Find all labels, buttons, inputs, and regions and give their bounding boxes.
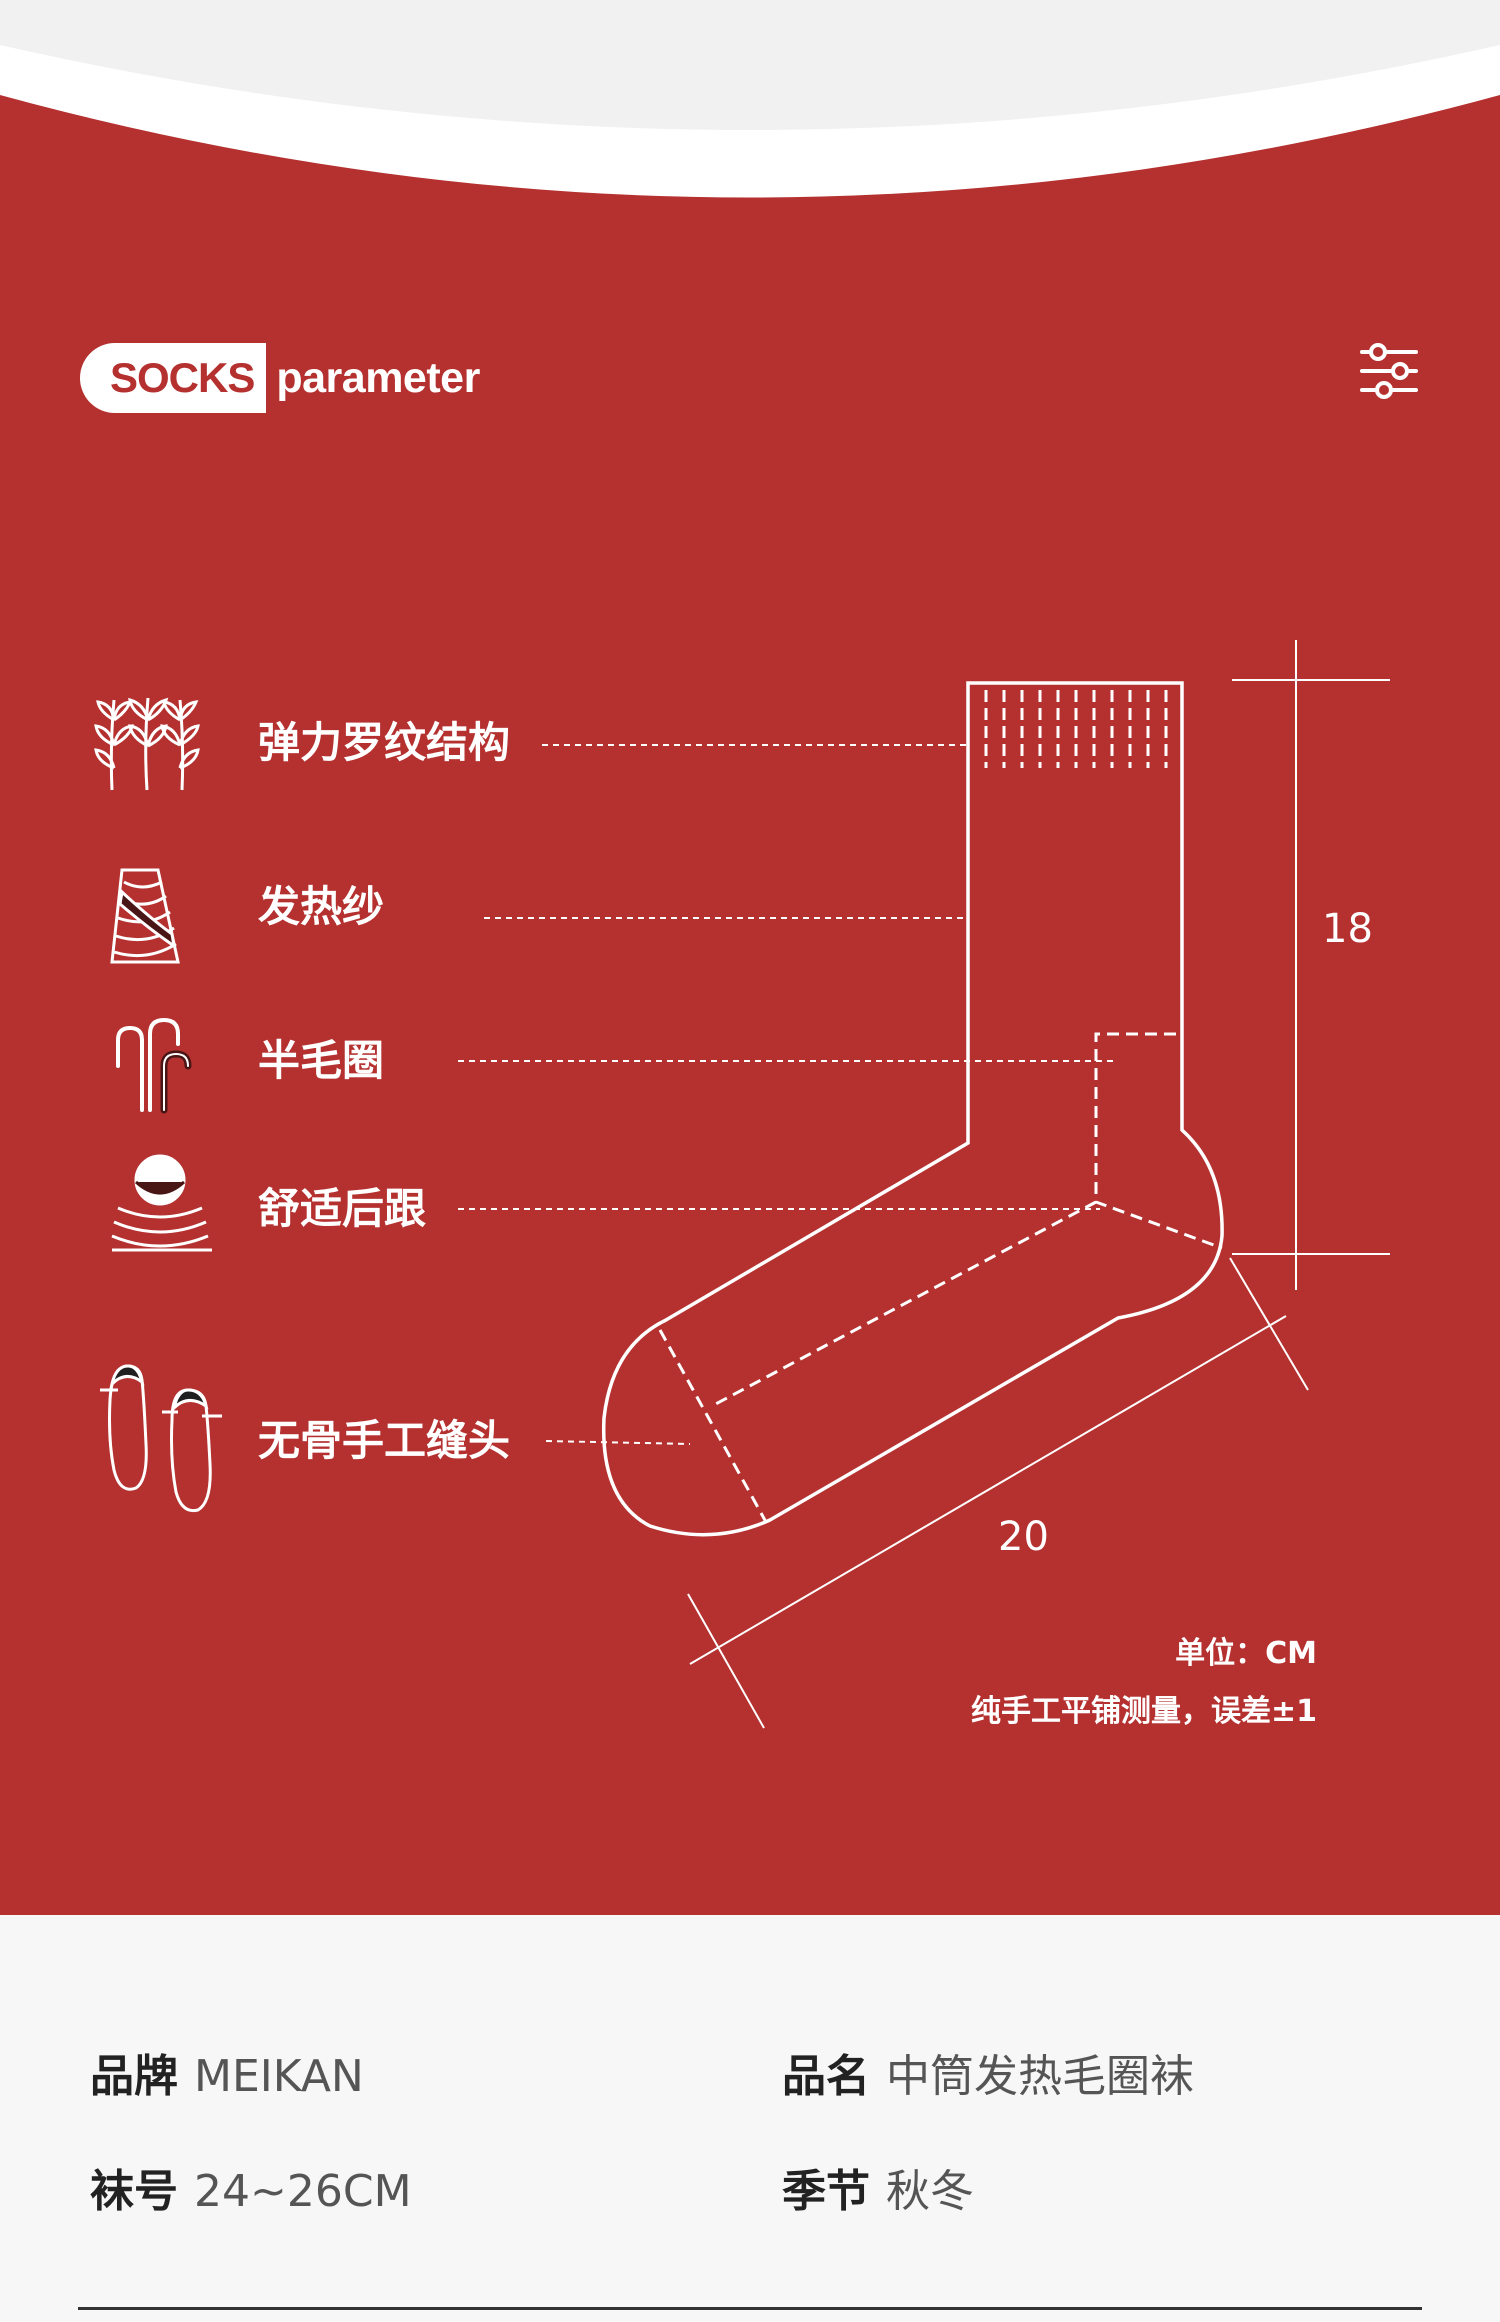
socks-parameter-badge: SOCKS parameter: [80, 343, 480, 413]
length-dim-tick-right: [1229, 1257, 1309, 1391]
spec-brand-key: 品牌: [90, 2051, 178, 2102]
spec-product-name: 品名中筒发热毛圈袜: [782, 2040, 1194, 2104]
wheat-icon: [94, 697, 200, 791]
heel-dashed-outline: [1094, 1032, 1223, 1250]
badge-secondary-text: parameter: [276, 353, 480, 402]
heel-cushion-icon: [111, 1154, 212, 1252]
spec-season-value: 秋冬: [886, 2166, 974, 2217]
sliders-icon[interactable]: [1358, 340, 1420, 402]
feature-label-seamless-toe: 无骨手工缝头: [258, 1416, 511, 1465]
length-dimension-value: 20: [998, 1514, 1049, 1560]
spec-brand-value: MEIKAN: [194, 2051, 364, 2102]
toe-dashed-line: [658, 1329, 768, 1523]
sole-dashed-line: [711, 1200, 1097, 1408]
height-dimension-value: 18: [1322, 906, 1373, 952]
spec-season-key: 季节: [782, 2166, 870, 2217]
badge-primary-text: SOCKS: [80, 343, 267, 413]
spec-size-key: 袜号: [90, 2166, 178, 2217]
spec-brand: 品牌 MEIKAN: [90, 2040, 364, 2104]
length-dim-tick-left: [687, 1593, 765, 1729]
sock-dimension-diagram: [458, 640, 1390, 1729]
rib-lines: [984, 690, 1168, 768]
yarn-spool-icon: [110, 868, 180, 964]
feature-label-heel: 舒适后跟: [258, 1184, 427, 1233]
top-wave-decoration: [0, 0, 1500, 198]
feature-label-half-terry: 半毛圈: [258, 1036, 385, 1085]
spec-product-name-value: 中筒发热毛圈袜: [886, 2051, 1194, 2102]
length-dim-line: [689, 1315, 1287, 1665]
feature-label-rib: 弹力罗纹结构: [258, 718, 511, 767]
parameter-panel: SOCKS parameter: [0, 0, 1500, 1915]
sock-outline: [601, 681, 1224, 1537]
unit-note: 单位：CM: [1175, 1636, 1317, 1671]
loop-fiber-icon: [116, 1017, 192, 1114]
spec-size-value: 24~26CM: [194, 2166, 412, 2217]
measure-note: 纯手工平铺测量，误差±1: [970, 1694, 1317, 1729]
feature-label-heat-yarn: 发热纱: [258, 882, 385, 931]
spec-product-name-key: 品名: [782, 2051, 870, 2102]
spec-size: 袜号 24~26CM: [90, 2155, 412, 2219]
bottom-divider: [78, 2307, 1422, 2310]
spec-season: 季节秋冬: [782, 2155, 974, 2219]
sock-toe-icon: [100, 1364, 222, 1513]
leader-line-toe: [545, 1440, 691, 1445]
